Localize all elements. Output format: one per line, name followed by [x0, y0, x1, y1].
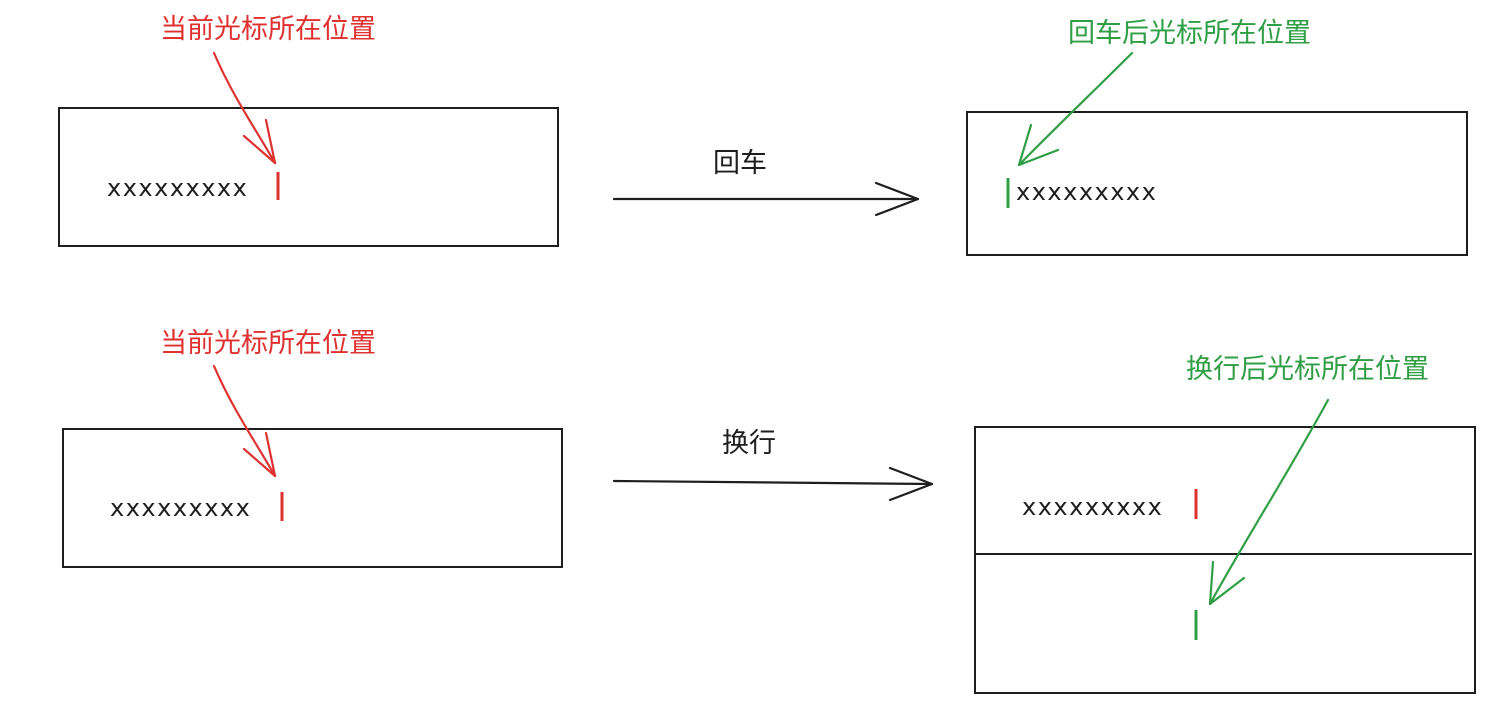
- line-feed-label: 换行: [722, 428, 776, 459]
- bottom-after-text: xxxxxxxxx: [1022, 493, 1164, 521]
- bottom-before-textbox: [62, 428, 563, 568]
- new-line-divider: [975, 553, 1472, 555]
- carriage-return-label: 回车: [713, 148, 767, 179]
- bottom-before-cursor-label: 当前光标所在位置: [160, 328, 376, 359]
- top-before-arrow: [212, 51, 277, 165]
- bottom-after-arrow: [1208, 398, 1330, 606]
- top-before-textbox: [58, 107, 559, 247]
- top-after-textbox: [966, 111, 1468, 256]
- top-before-cursor-label: 当前光标所在位置: [160, 14, 376, 45]
- carriage-return-arrow: [612, 181, 920, 217]
- line-feed-arrow: [612, 466, 934, 502]
- top-after-arrow: [1017, 51, 1134, 167]
- top-after-cursor-label: 回车后光标所在位置: [1068, 18, 1311, 49]
- bottom-before-arrow: [212, 364, 277, 478]
- bottom-after-cursor-label: 换行后光标所在位置: [1186, 354, 1429, 385]
- bottom-after-textbox: [974, 426, 1476, 694]
- top-after-text: xxxxxxxxx: [1016, 178, 1158, 206]
- top-before-text: xxxxxxxxx: [107, 174, 249, 202]
- bottom-before-text: xxxxxxxxx: [110, 494, 252, 522]
